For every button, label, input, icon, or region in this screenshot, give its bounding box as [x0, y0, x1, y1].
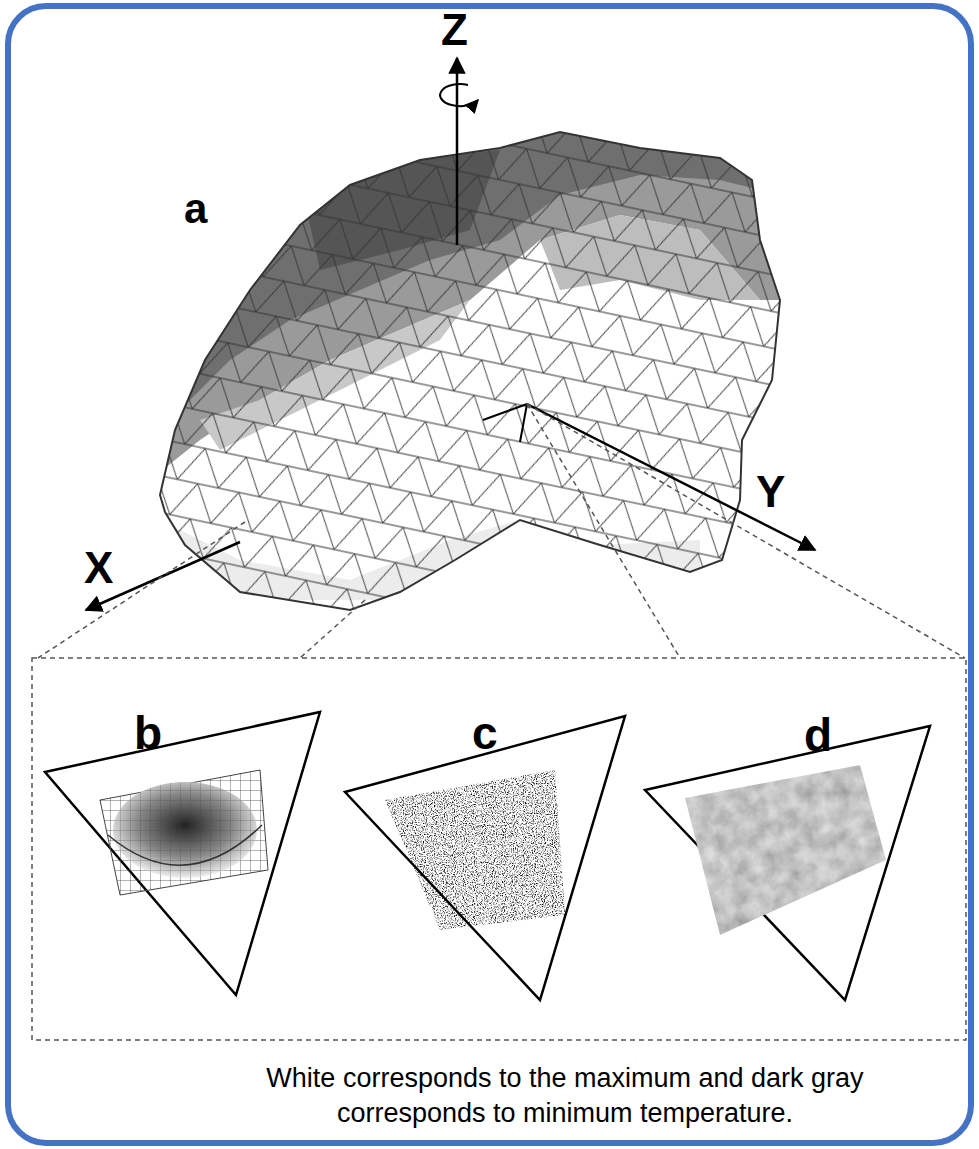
axis-label: Z — [441, 8, 468, 52]
panel-label: d — [804, 712, 832, 758]
axis-label: X — [84, 546, 113, 590]
caption-text: White corresponds to the maximum and dar… — [225, 1061, 905, 1132]
panel-label: c — [472, 710, 498, 756]
panel-label: b — [134, 710, 162, 756]
axis-label: Y — [756, 470, 785, 514]
panel-label: a — [184, 188, 207, 230]
